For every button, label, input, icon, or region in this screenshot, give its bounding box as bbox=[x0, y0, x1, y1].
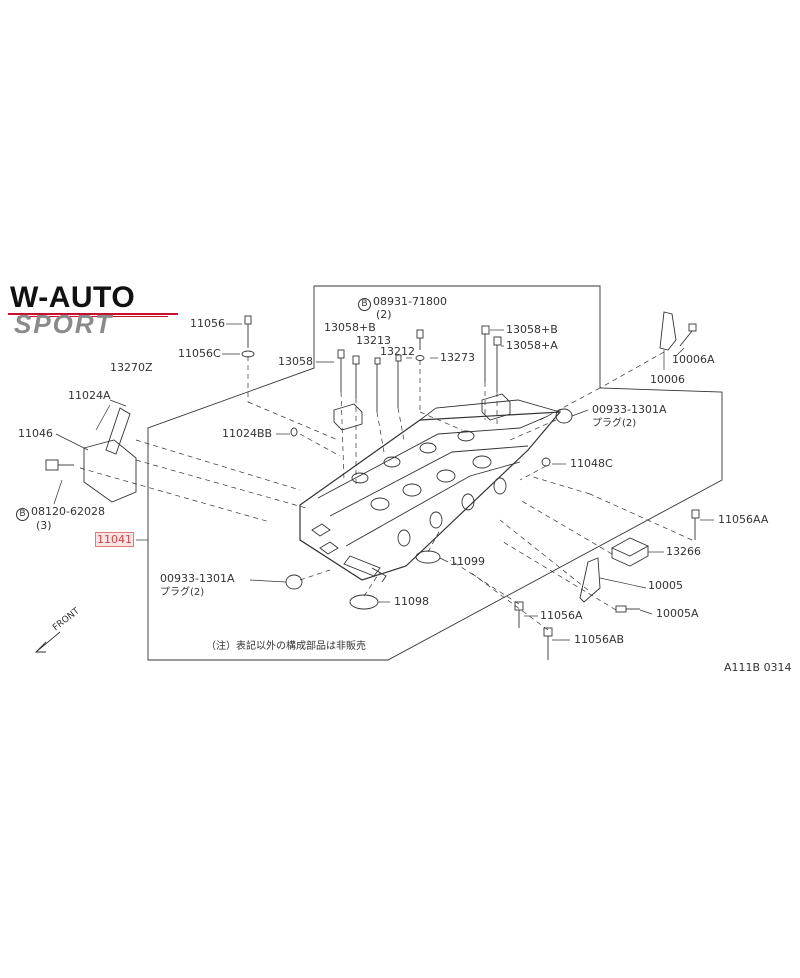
frame-outline bbox=[147, 285, 723, 661]
label-13058B-right: 13058+B bbox=[506, 323, 558, 336]
bolts-group bbox=[45, 315, 700, 660]
label-11048C: 11048C bbox=[570, 457, 613, 470]
label-11046: 11046 bbox=[18, 427, 53, 440]
cover-13266 bbox=[610, 537, 650, 567]
label-13058A: 13058+A bbox=[506, 339, 558, 352]
plug-left bbox=[285, 574, 303, 590]
bracket-11024A bbox=[83, 407, 137, 503]
label-10005: 10005 bbox=[648, 579, 683, 592]
label-11056A: 11056A bbox=[540, 609, 583, 622]
bracket-10006 bbox=[659, 311, 677, 351]
label-plug-left: プラグ(2) bbox=[160, 587, 205, 598]
label-08120-62028-text: 08120-62028 bbox=[31, 505, 105, 518]
label-11041-highlight: 11041 bbox=[95, 532, 134, 547]
label-11041: 11041 bbox=[95, 532, 134, 547]
label-13266: 13266 bbox=[666, 545, 701, 558]
label-13058B-left: 13058+B bbox=[324, 321, 376, 334]
label-11099: 11099 bbox=[450, 555, 485, 568]
label-13270Z: 13270Z bbox=[110, 361, 153, 374]
circle-b-icon: B bbox=[358, 298, 371, 311]
label-plug-right: プラグ(2) bbox=[592, 418, 637, 429]
label-00933-1301A-right: 00933-1301A bbox=[592, 403, 667, 416]
label-10005A: 10005A bbox=[656, 607, 699, 620]
note-text: （注）表記以外の構成部品は非販売 bbox=[206, 641, 366, 652]
label-11056: 11056 bbox=[190, 317, 225, 330]
label-10006: 10006 bbox=[650, 373, 685, 386]
seal-11099 bbox=[415, 550, 441, 564]
circle-b-icon: B bbox=[16, 508, 29, 521]
label-11024BB: 11024BB bbox=[222, 427, 273, 440]
camshaft-caps bbox=[333, 393, 511, 431]
label-11056AA: 11056AA bbox=[718, 513, 769, 526]
label-13273: 13273 bbox=[440, 351, 475, 364]
label-08931-qty: (2) bbox=[376, 308, 392, 321]
diagram-code: A111B 0314 bbox=[724, 661, 792, 674]
label-08931-71800-text: 08931-71800 bbox=[373, 295, 447, 308]
brand-logo: W-AUTO SPORT bbox=[8, 282, 184, 338]
label-11024A: 11024A bbox=[68, 389, 111, 402]
label-13213: 13213 bbox=[356, 334, 391, 347]
seal-11098 bbox=[349, 594, 379, 610]
label-11056AB: 11056AB bbox=[574, 633, 625, 646]
label-10006A: 10006A bbox=[672, 353, 715, 366]
label-11098: 11098 bbox=[394, 595, 429, 608]
label-08120-qty: (3) bbox=[36, 519, 52, 532]
logo-main-text: W-AUTO bbox=[10, 281, 136, 314]
plug-right bbox=[555, 408, 573, 424]
logo-stripe bbox=[8, 313, 178, 315]
label-13058: 13058 bbox=[278, 355, 313, 368]
label-00933-1301A-left: 00933-1301A bbox=[160, 572, 235, 585]
bracket-10005 bbox=[579, 557, 601, 603]
label-11056C: 11056C bbox=[178, 347, 221, 360]
logo-sub-text: SPORT bbox=[14, 309, 114, 339]
label-13212: 13212 bbox=[380, 345, 415, 358]
logo-stripe-thin bbox=[18, 316, 168, 317]
cylinder-head-icon bbox=[299, 399, 562, 583]
front-arrow-icon bbox=[34, 631, 61, 653]
